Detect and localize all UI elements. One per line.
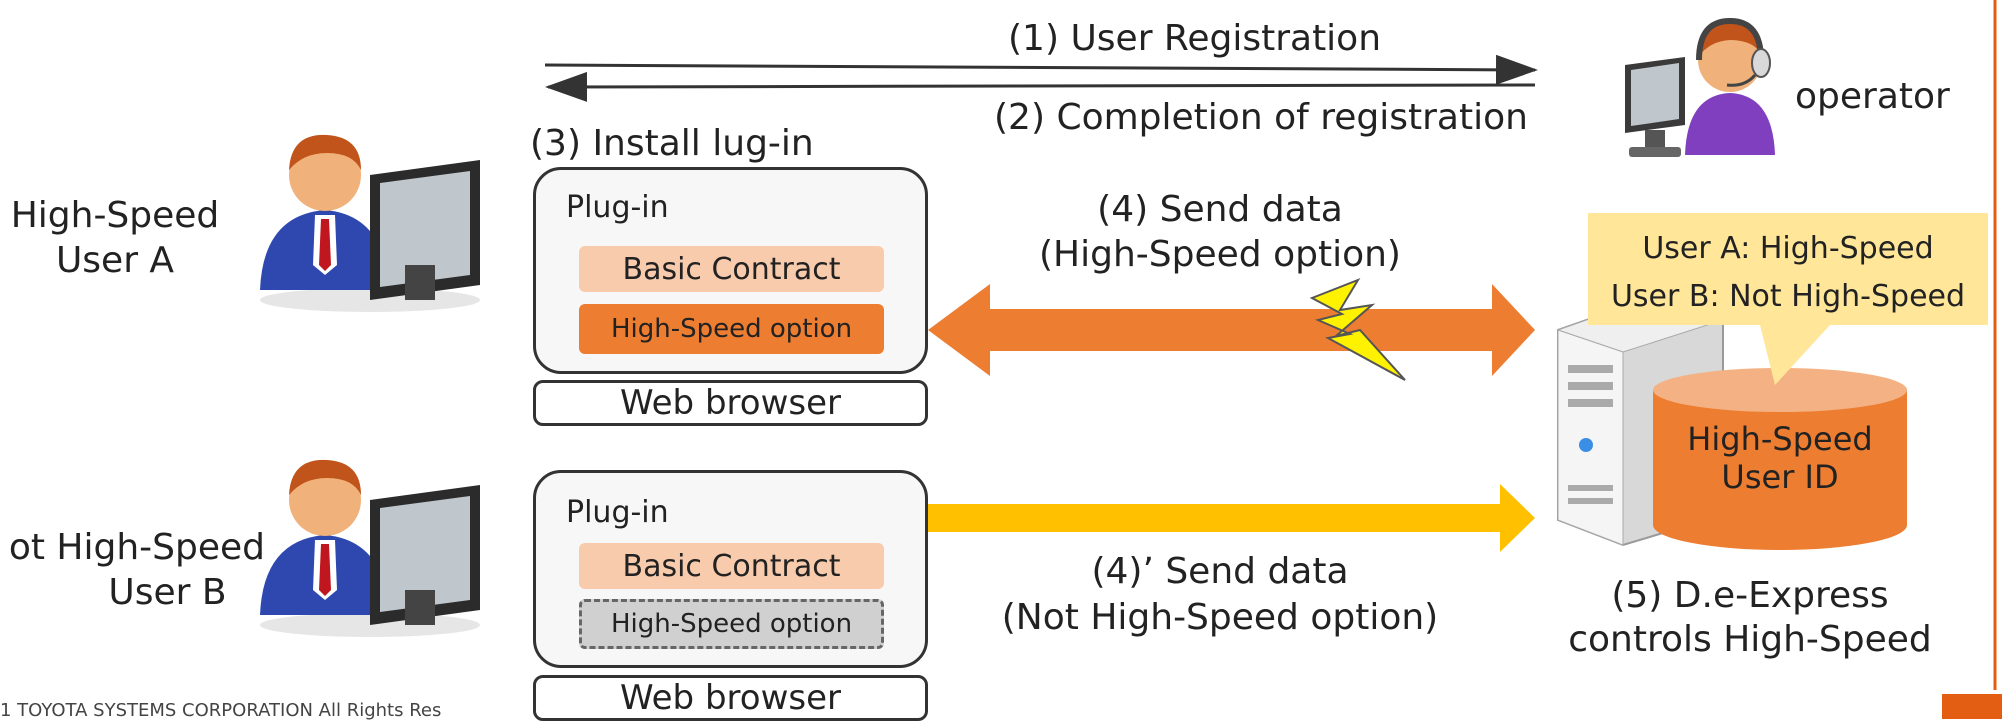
step-4-label-line1: (4) Send data [1097,189,1343,230]
step-4b-label-line1: (4)’ Send data [1091,551,1349,592]
lightning-icon [1309,278,1406,381]
user-a-label-line2: User A [55,240,175,281]
speed-status-callout: User A: High-Speed User B: Not High-Spee… [1588,213,1988,325]
operator-label: operator [1795,76,1950,117]
database-label-line2: User ID [1721,458,1839,497]
registration-arrow [544,54,1538,85]
web-browser-a: Web browser [533,380,928,426]
user-b-label-line2: User B [108,572,227,613]
normal-speed-arrow [928,484,1535,552]
plugin-box-b: Plug-in Basic Contract High-Speed option [533,470,928,668]
step-2-label: (2) Completion of registration [994,97,1528,138]
user-a-avatar-icon [260,134,480,312]
step-4b-label-line2: (Not High-Speed option) [1001,597,1439,638]
step-5-label-line1: (5) D.e-Express [1611,575,1889,616]
callout-line1: User A: High-Speed [1642,231,1934,266]
web-browser-b: Web browser [533,675,928,721]
plugin-b-high-speed-option-disabled: High-Speed option [579,599,884,649]
plugin-a-title: Plug-in [566,190,669,225]
database-label: High-Speed User ID [1650,420,1910,497]
database-icon [1653,368,1907,550]
plugin-a-high-speed-option: High-Speed option [579,304,884,354]
high-speed-double-arrow [928,284,1535,376]
user-a-label: High-Speed User A [0,193,230,283]
page-corner-tab [1942,694,2002,719]
plugin-b-title: Plug-in [566,495,669,530]
database-label-line1: High-Speed [1687,420,1873,458]
user-b-label: ot High-Speed User B [0,525,265,615]
user-b-label-line1: ot High-Speed [8,527,265,568]
user-b-avatar-icon [260,459,480,637]
step-4-label-line2: (High-Speed option) [1039,234,1401,275]
user-a-label-line1: High-Speed [10,195,220,236]
plugin-box-a: Plug-in Basic Contract High-Speed option [533,167,928,374]
step-3-label: (3) Install lug-in [530,123,814,164]
step-5-label-line2: controls High-Speed [1568,619,1932,660]
plugin-b-basic-contract: Basic Contract [579,543,884,589]
callout-line2: User B: Not High-Speed [1610,279,1966,314]
callout-pointer [1760,325,1830,385]
step-1-label: (1) User Registration [1008,18,1382,59]
plugin-a-basic-contract: Basic Contract [579,246,884,292]
copyright-footer: 1 TOYOTA SYSTEMS CORPORATION All Rights … [0,700,442,721]
completion-arrow [545,71,1536,102]
operator-icon [1625,17,1775,157]
